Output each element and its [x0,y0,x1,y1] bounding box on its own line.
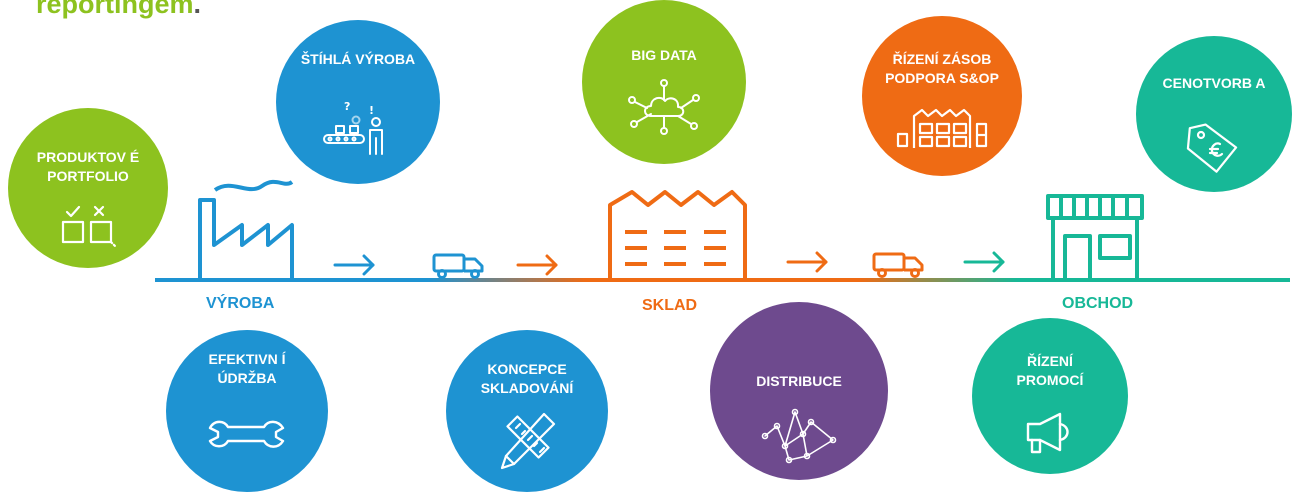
circle-label: ŘÍZENÍ PROMOCÍ [1016,353,1084,388]
circle-label: CENOTVORB A [1162,75,1266,91]
headline-text: reportingem [36,0,194,19]
truck-icon [432,253,484,279]
circle-efektivni-udrzba: EFEKTIVN Í ÚDRŽBA [166,330,328,492]
megaphone-icon [1026,412,1069,454]
arrow-icon [516,254,558,276]
cloud-network-icon [628,79,700,135]
wrench-icon [208,420,285,448]
circle-label: PRODUKTOV É PORTFOLIO [36,149,140,184]
stage-label-vyroba: VÝROBA [206,295,275,312]
warehouse-icon [608,190,747,278]
circle-stihla-vyroba: ŠTÍHLÁ VÝROBA ? ! [276,20,440,184]
stage-label-sklad: SKLAD [642,297,698,314]
circle-distribuce: DISTRIBUCE [710,302,888,480]
circle-rizeni-zasob: ŘÍZENÍ ZÁSOB PODPORA S&OP [862,16,1022,176]
truck-icon [872,252,924,278]
circle-rizeni-promoci: ŘÍZENÍ PROMOCÍ [972,318,1128,474]
stage-label-obchod: OBCHOD [1062,295,1134,312]
warehouse-shelves-icon [896,108,988,148]
headline: reportingem. [36,0,201,20]
ruler-pencil-icon [500,412,556,470]
circle-cenotvorba: CENOTVORB A [1136,36,1292,192]
svg-text:!: ! [369,104,374,117]
circle-produktove-portfolio: PRODUKTOV É PORTFOLIO [8,108,168,268]
factory-icon [198,179,294,278]
circle-label: EFEKTIVN Í ÚDRŽBA [208,351,286,386]
arrow-icon [786,251,828,273]
conveyor-worker-icon: ? ! [323,100,383,155]
circle-koncepce-skladovani: KONCEPCE SKLADOVÁNÍ [446,330,608,492]
arrow-icon [333,254,375,276]
circle-label: BIG DATA [631,47,697,63]
circle-big-data: BIG DATA [582,0,746,164]
circle-label: ŠTÍHLÁ VÝROBA [300,51,416,67]
headline-suffix: . [193,0,202,19]
route-network-icon [761,408,837,464]
euro-price-tag-icon [1186,123,1238,173]
circle-label: DISTRIBUCE [756,373,842,389]
checklist-icon [61,205,117,248]
circle-label: KONCEPCE SKLADOVÁNÍ [480,361,574,396]
circle-label: ŘÍZENÍ ZÁSOB PODPORA S&OP [885,51,999,86]
svg-text:?: ? [344,100,350,113]
arrow-icon [963,251,1005,273]
shop-icon [1046,194,1144,278]
